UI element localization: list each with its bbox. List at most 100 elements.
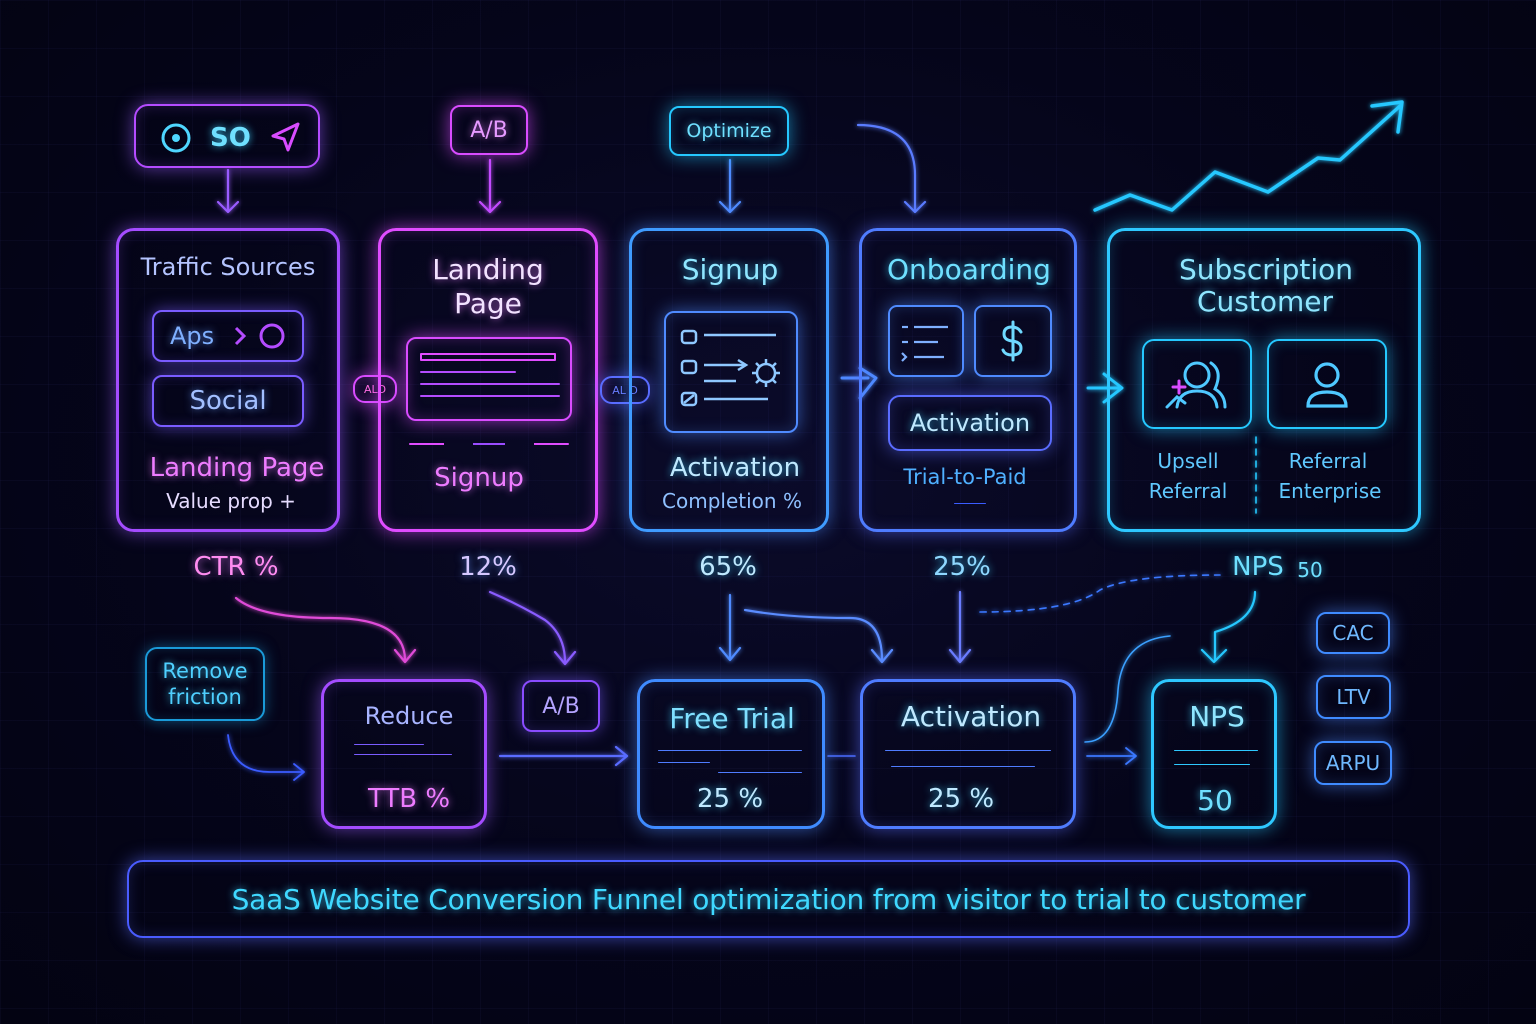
ab-tag-bottom-label: A/B <box>542 693 580 719</box>
free-trial-value: 25 % <box>696 784 764 814</box>
kpi-ltv[interactable]: LTV <box>1316 675 1391 719</box>
landing-title-line1: Landing <box>432 253 544 286</box>
signup-activation: Activation <box>669 453 801 483</box>
dollar-icon <box>1001 320 1023 362</box>
form-checklist-icon <box>680 329 780 407</box>
caption-text: SaaS Website Conversion Funnel optimizat… <box>231 882 1306 916</box>
chevron-3 <box>840 366 878 400</box>
arrow-so-traffic <box>216 168 240 214</box>
nps-box[interactable]: NPS 50 <box>1151 679 1277 829</box>
reduce-title: Reduce <box>364 702 454 730</box>
metric-onboarding: 25% <box>933 552 991 582</box>
arrow-ab-landing <box>478 158 502 214</box>
nps-title: NPS <box>1189 700 1245 733</box>
arrow-optimize-signup <box>718 158 742 214</box>
upsell-line1: Upsell <box>1157 449 1219 473</box>
arrow-reduce-freetrial <box>498 745 629 767</box>
apps-chip-label: Aps <box>170 322 215 350</box>
kpi-cac[interactable]: CAC <box>1316 612 1390 654</box>
social-chip-label: Social <box>189 386 267 416</box>
curve-activation-nps <box>1084 635 1171 743</box>
enterprise-line2: Enterprise <box>1278 479 1382 503</box>
subscription-title-line2: Customer <box>1196 285 1333 318</box>
enterprise-line1: Referral <box>1288 449 1368 473</box>
metric-landing: 12% <box>459 552 517 582</box>
onboarding-activation-label: Activation <box>909 409 1031 437</box>
optimize-tag-label: Optimize <box>686 120 772 142</box>
ab-tag-top-label: A/B <box>470 117 508 143</box>
ab-tag-top[interactable]: A/B <box>450 105 528 155</box>
arrow-signup-freetrial <box>718 593 742 662</box>
curve-nps-bottom <box>1200 590 1257 664</box>
reduce-box[interactable]: Reduce TTB % <box>321 679 487 829</box>
traffic-title: Traffic Sources <box>140 253 316 281</box>
signup-completion: Completion % <box>662 489 802 513</box>
metric-signup: 65% <box>699 552 757 582</box>
caption-bar: SaaS Website Conversion Funnel optimizat… <box>127 860 1410 938</box>
landing-sub: Signup <box>434 463 524 493</box>
chevron-circle-icon <box>234 323 285 349</box>
stage-traffic-sources[interactable]: Traffic Sources Aps Social Landing Page … <box>116 228 340 532</box>
upsell-line2: Referral <box>1148 479 1228 503</box>
curve-remove-reduce <box>227 734 305 781</box>
onboarding-activation-chip[interactable]: Activation <box>888 395 1052 451</box>
social-chip[interactable]: Social <box>152 375 304 427</box>
onboarding-billing-card <box>974 305 1052 377</box>
kpi-arpu[interactable]: ARPU <box>1314 741 1392 785</box>
signup-title: Signup <box>681 253 779 286</box>
activation-box[interactable]: Activation 25 % <box>860 679 1076 829</box>
remove-friction-line1: Remove <box>162 659 248 683</box>
stage-signup[interactable]: Signup Activation Completion % <box>629 228 829 532</box>
chevron-4 <box>1086 372 1124 404</box>
kpi-ltv-label: LTV <box>1336 685 1371 709</box>
curve-ctr-reduce <box>234 596 417 664</box>
growth-arrow <box>1093 100 1404 212</box>
kpi-cac-label: CAC <box>1332 621 1374 645</box>
dashed-nps <box>979 574 1221 613</box>
free-trial-box[interactable]: Free Trial 25 % <box>637 679 825 829</box>
onboarding-list-card <box>888 305 964 377</box>
target-icon <box>161 123 191 153</box>
metric-nps-label: NPS <box>1232 552 1284 582</box>
arrow-activation-nps <box>1086 747 1137 765</box>
curve-landing-ab <box>488 590 577 666</box>
user-icon <box>1306 362 1348 408</box>
arrow-optimize-onboarding <box>856 123 927 214</box>
onboarding-trial-to-paid: Trial-to-Paid <box>903 465 1027 489</box>
activation-value: 25 % <box>927 784 995 814</box>
optimize-tag[interactable]: Optimize <box>669 106 789 156</box>
reduce-value: TTB % <box>367 784 451 814</box>
source-tag-label: SO <box>210 123 251 153</box>
apps-chip[interactable]: Aps <box>152 310 304 362</box>
landing-title-line2: Page <box>454 287 522 320</box>
metric-nps-value: 50 <box>1297 558 1323 582</box>
enterprise-card <box>1267 339 1387 429</box>
remove-friction-line2: friction <box>168 685 242 709</box>
upsell-card <box>1142 339 1252 429</box>
traffic-landing-sub: Value prop + <box>166 489 296 513</box>
send-icon <box>271 122 300 152</box>
signup-form-card <box>664 311 798 433</box>
list-icon <box>901 325 948 362</box>
source-tag[interactable]: SO <box>134 104 320 168</box>
free-trial-title: Free Trial <box>669 702 795 735</box>
kpi-arpu-label: ARPU <box>1325 751 1381 775</box>
curve-signup-activation <box>743 608 894 664</box>
subscription-title-line1: Subscription <box>1179 253 1353 286</box>
nps-value: 50 <box>1197 784 1233 817</box>
stage-subscription[interactable]: Subscription Customer Upsell Referral Re… <box>1107 228 1421 532</box>
metric-ctr: CTR % <box>193 552 279 582</box>
arrow-onboarding-activation <box>948 590 972 664</box>
traffic-landing-title: Landing Page <box>149 453 325 483</box>
remove-friction-tag[interactable]: Remove friction <box>145 647 265 721</box>
activation-title: Activation <box>900 700 1042 733</box>
landing-mockup-card <box>406 337 572 421</box>
stage-onboarding[interactable]: Onboarding Activation Trial-to-Paid <box>859 228 1077 532</box>
onboarding-title: Onboarding <box>887 253 1051 286</box>
stage-landing-page[interactable]: Landing Page Signup <box>378 228 598 532</box>
landing-progress <box>409 443 569 445</box>
users-add-icon <box>1165 361 1227 409</box>
ab-tag-bottom[interactable]: A/B <box>522 680 600 732</box>
